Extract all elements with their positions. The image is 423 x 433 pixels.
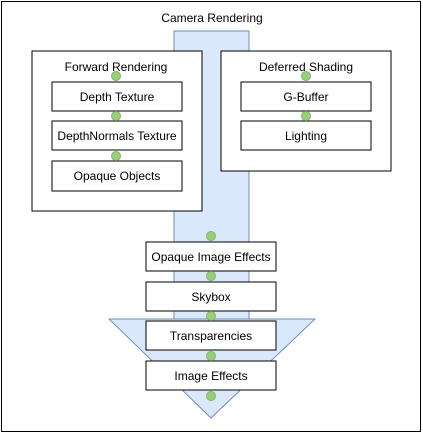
opaque-objects-label: Opaque Objects bbox=[74, 169, 161, 183]
g-buffer-label: G-Buffer bbox=[283, 90, 328, 104]
deferred-shading-title: Deferred Shading bbox=[259, 60, 353, 74]
connector-dot bbox=[206, 231, 216, 241]
skybox-box bbox=[145, 281, 277, 312]
connector-dot bbox=[206, 391, 216, 401]
connector-dot bbox=[111, 151, 121, 161]
skybox-label: Skybox bbox=[191, 290, 230, 304]
opaque-objects-box bbox=[51, 160, 183, 192]
connector-dot bbox=[206, 271, 216, 281]
connector-dot bbox=[301, 111, 311, 121]
depthnormals-texture-label: DepthNormals Texture bbox=[57, 129, 176, 143]
lighting-label: Lighting bbox=[285, 129, 327, 143]
depth-texture-box bbox=[51, 81, 183, 112]
connector-dot bbox=[301, 71, 311, 81]
opaque-image-effects-label: Opaque Image Effects bbox=[151, 250, 270, 264]
depthnormals-texture-box bbox=[51, 120, 183, 151]
transparencies-label: Transparencies bbox=[170, 329, 252, 343]
forward-rendering-title: Forward Rendering bbox=[65, 60, 168, 74]
transparencies-box bbox=[145, 320, 277, 351]
connector-dot bbox=[206, 351, 216, 361]
diagram-title: Camera Rendering bbox=[161, 11, 262, 25]
depth-texture-label: Depth Texture bbox=[80, 90, 155, 104]
forward-rendering-group: Forward Rendering Depth Texture DepthNor… bbox=[31, 50, 203, 212]
connector-dots bbox=[111, 71, 311, 401]
deferred-shading-group: Deferred Shading G-Buffer Lighting bbox=[220, 50, 392, 172]
connector-dot bbox=[206, 311, 216, 321]
opaque-image-effects-box bbox=[145, 241, 277, 272]
connector-dot bbox=[111, 111, 121, 121]
connector-dot bbox=[111, 71, 121, 81]
image-effects-label: Image Effects bbox=[174, 369, 247, 383]
